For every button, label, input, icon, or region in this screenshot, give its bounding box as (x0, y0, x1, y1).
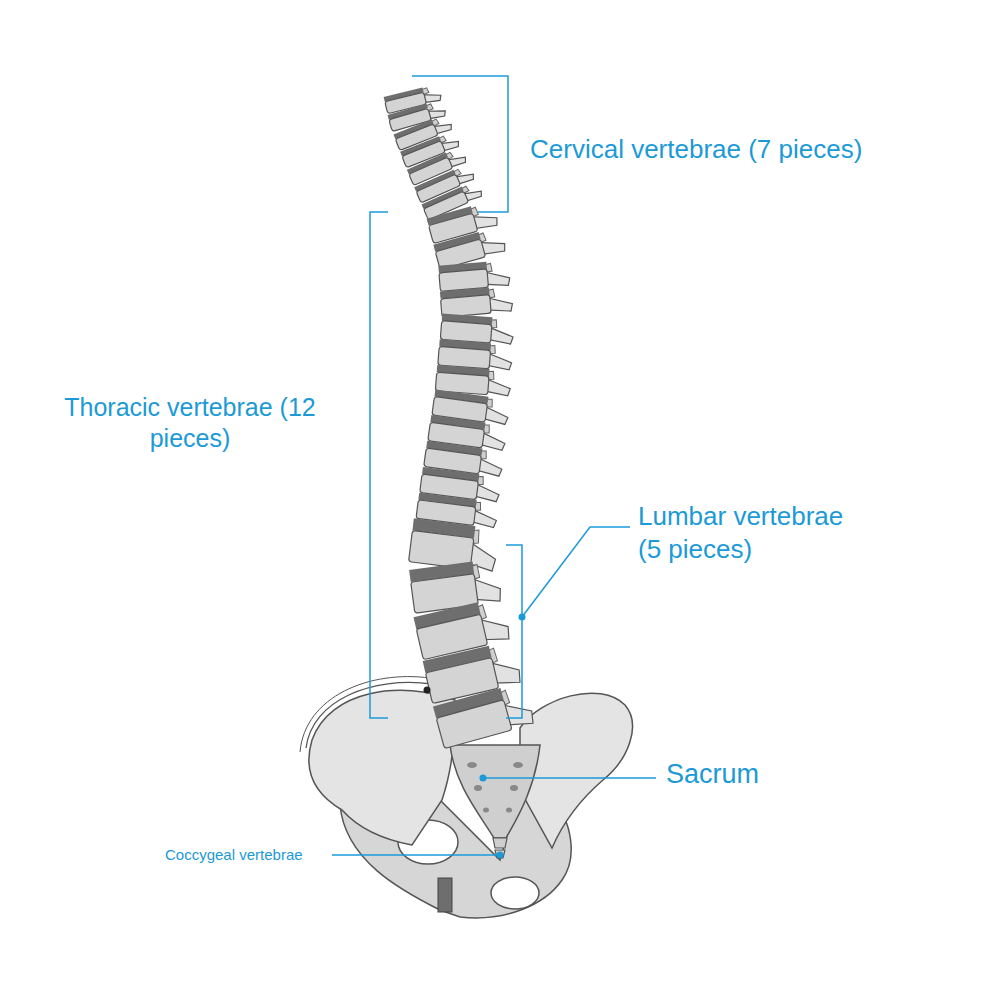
leader-line (522, 527, 630, 617)
brackets (332, 76, 656, 855)
leader-dot (497, 852, 504, 859)
sacral-foramen (506, 808, 512, 813)
thoracic-vertebra (438, 339, 513, 370)
leader-dot (519, 614, 526, 621)
iliac-crest (306, 682, 432, 748)
region-label: Cervical vertebrae (7 pieces) (530, 133, 862, 166)
vertebral-body (436, 700, 512, 749)
leader-line (332, 854, 500, 856)
pubic-symphysis (438, 878, 452, 912)
sacral-foramen (513, 762, 523, 768)
leader-line (483, 777, 656, 779)
thoracic-vertebra (440, 286, 513, 318)
iliac-wing (520, 693, 632, 848)
vertebral-body (439, 269, 489, 292)
thoracic-vertebra (438, 260, 510, 292)
lumbar-vertebra (414, 597, 512, 660)
thoracic-vertebra (433, 226, 506, 269)
iliac-wing (309, 690, 455, 845)
vertebral-body (438, 346, 491, 368)
lumbar-bracket (506, 545, 522, 718)
leader-dot (480, 775, 487, 782)
cervical-bracket (412, 76, 508, 212)
vertebral-body (441, 295, 492, 318)
lumbar-vertebra (409, 558, 502, 613)
sacral-foramen (467, 762, 477, 768)
thoracic-bracket (370, 212, 388, 718)
region-label: Sacrum (666, 758, 759, 792)
region-label: Thoracic vertebrae (12 pieces) (60, 392, 320, 455)
thoracic-vertebra (440, 314, 514, 345)
sacrum-bone (450, 745, 540, 838)
sacral-foramen (474, 785, 482, 791)
region-label: Coccygeal vertebrae (165, 846, 303, 865)
vertebral-body (440, 321, 492, 343)
lumbar-vertebra (433, 682, 535, 749)
leader-dots (480, 614, 526, 859)
obturator-foramen (491, 877, 539, 909)
vertebral-column (384, 84, 536, 749)
iliac-crest (300, 677, 430, 752)
lumbar-vertebra (423, 640, 522, 703)
landmark-dot (424, 687, 431, 694)
sacral-foramen (510, 785, 518, 791)
region-label: Lumbar vertebrae (5 pieces) (638, 500, 870, 565)
sacral-foramen (483, 808, 489, 813)
